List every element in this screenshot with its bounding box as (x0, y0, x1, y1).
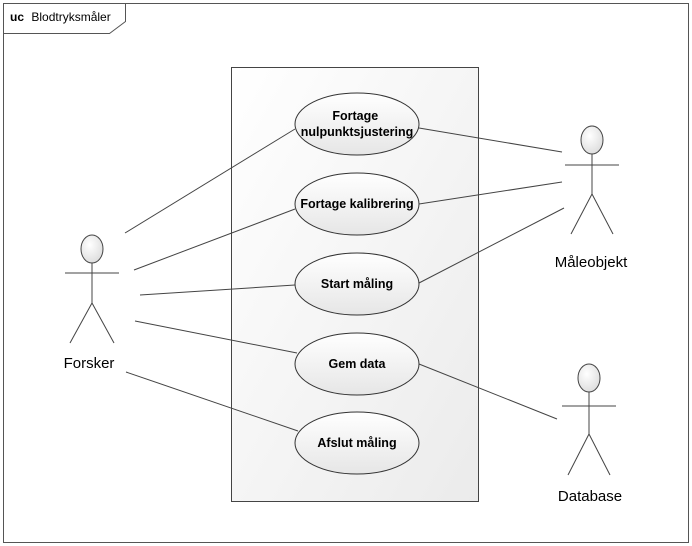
association-forsker-kalibrering[interactable] (133, 208, 296, 271)
actor-label-database: Database (558, 488, 622, 505)
actor-leg-left (567, 433, 590, 476)
actor-leg-right (91, 302, 115, 344)
actor-head-icon (577, 363, 601, 393)
use-case-afslut[interactable]: Afslut måling (294, 411, 420, 475)
actor-head-icon (580, 125, 604, 155)
use-case-start[interactable]: Start måling (294, 252, 420, 316)
use-case-nulpunkt[interactable]: Fortage nulpunktsjustering (294, 92, 420, 156)
association-forsker-nulpunkt[interactable] (124, 128, 296, 234)
use-case-ellipse (294, 332, 420, 396)
actor-head-icon (80, 234, 104, 264)
frame-keyword: uc (10, 10, 24, 24)
use-case-ellipse (294, 92, 420, 156)
use-case-label: Start måling (321, 277, 393, 291)
use-case-label: Gem data (329, 357, 387, 371)
actor-maaleobjekt[interactable] (565, 125, 619, 235)
use-case-label: Fortage kalibrering (300, 197, 413, 211)
use-case-label: Afslut måling (317, 436, 396, 450)
association-maaleobjekt-start[interactable] (418, 207, 565, 284)
associations (124, 127, 565, 432)
association-forsker-start[interactable] (139, 284, 296, 296)
use-case-kalibrering[interactable]: Fortage kalibrering (294, 172, 420, 236)
use-case-ellipse (294, 411, 420, 475)
use-case-label: Fortage nulpunktsjustering (301, 109, 414, 139)
use-case-gem[interactable]: Gem data (294, 332, 420, 396)
actor-label-forsker: Forsker (64, 355, 115, 372)
actor-leg-left (69, 302, 93, 344)
association-forsker-afslut[interactable] (125, 371, 299, 432)
actor-forsker[interactable] (65, 234, 119, 344)
frame-name: Blodtryksmåler (31, 10, 110, 24)
use-case-ellipse (294, 252, 420, 316)
actor-leg-left (570, 193, 593, 235)
association-forsker-gem[interactable] (134, 320, 298, 354)
actor-leg-right (591, 193, 614, 235)
frame-name-tab (3, 3, 126, 34)
use-case-label-line: Fortage (332, 109, 378, 123)
use-case-label-line: nulpunktsjustering (301, 125, 414, 139)
use-case-ellipse (294, 172, 420, 236)
actor-database[interactable] (562, 363, 616, 476)
association-database-gem[interactable] (418, 363, 558, 420)
frame-title: uc Blodtryksmåler (10, 10, 111, 24)
association-maaleobjekt-kalibrering[interactable] (418, 181, 563, 205)
actor-label-maaleobjekt: Måleobjekt (555, 254, 628, 271)
association-maaleobjekt-nulpunkt[interactable] (418, 127, 563, 153)
actor-leg-right (588, 433, 611, 476)
